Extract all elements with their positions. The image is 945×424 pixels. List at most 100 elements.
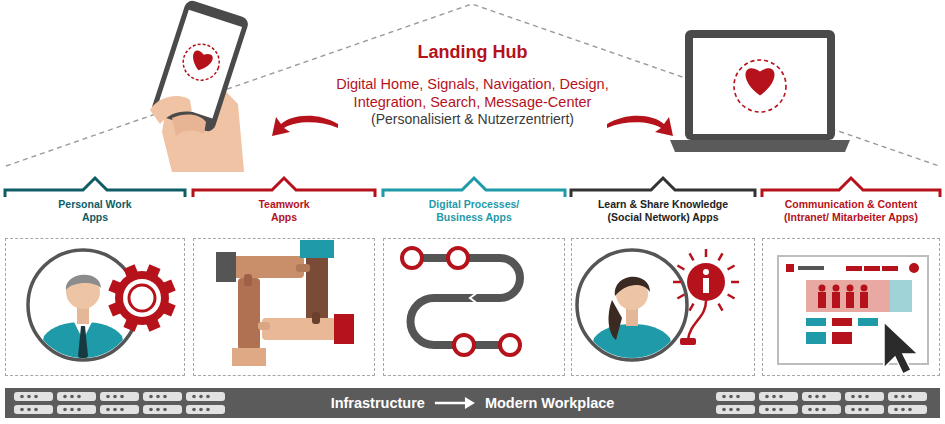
hands-illustration-part [334, 314, 354, 344]
column-bracket-part [5, 178, 185, 197]
screen-illustration [778, 256, 928, 374]
server-led [865, 408, 869, 412]
server-unit [57, 405, 96, 414]
hands-illustration-part [232, 256, 304, 278]
phone-illustration-part [150, 96, 192, 124]
column-bracket [5, 178, 940, 197]
screen-illustration-part-part [832, 292, 840, 308]
server-unit [759, 405, 798, 414]
server-led [722, 408, 726, 412]
screen-illustration-part [806, 332, 826, 344]
server-led [729, 395, 733, 399]
column-bracket-part [762, 178, 940, 197]
process-path-icon-part [410, 258, 520, 345]
screen-illustration-part [864, 266, 880, 271]
server-led [736, 395, 740, 399]
server-led [113, 408, 117, 412]
hub-text-group: Landing HubDigital Home, Signals, Naviga… [290, 42, 655, 129]
gear-tooth [145, 316, 161, 332]
server-unit [14, 405, 53, 414]
hands-illustration [216, 240, 354, 366]
server-unit [716, 405, 755, 414]
screen-illustration-part [806, 280, 890, 312]
curved-arrow-part [607, 116, 673, 136]
process-path-icon-part-part [402, 248, 422, 268]
laptop-illustration-part [670, 140, 850, 152]
person-illustration [577, 250, 687, 362]
hands-illustration-part [300, 240, 334, 258]
info-icon [673, 249, 739, 345]
server-led [865, 395, 869, 399]
info-ray [690, 304, 694, 311]
process-path-icon [402, 248, 520, 355]
server-led [34, 408, 38, 412]
process-path-icon-part-part [500, 335, 520, 355]
info-ray [728, 295, 735, 299]
column-heading: Personal Work Apps [49, 198, 141, 224]
server-led [765, 408, 769, 412]
screen-illustration-part [882, 266, 898, 271]
server-unit [100, 392, 139, 401]
server-led [70, 408, 74, 412]
server-unit [716, 392, 755, 401]
server-led [163, 408, 167, 412]
info-ray [677, 266, 684, 270]
gear-tooth [160, 279, 176, 295]
server-led [729, 408, 733, 412]
gear-tooth [123, 264, 139, 280]
process-path-icon-part-part [454, 335, 474, 355]
phone-illustration [150, 0, 250, 172]
server-led [77, 408, 81, 412]
screen-illustration-part-part [819, 285, 826, 292]
gear-icon [108, 264, 175, 331]
server-unit [186, 392, 225, 401]
server-led [206, 408, 210, 412]
server-unit [888, 392, 927, 401]
person-illustration-part-part [74, 322, 92, 340]
server-unit [802, 392, 841, 401]
app-column-box: Teamwork Apps [193, 238, 375, 376]
hands-illustration-part [244, 274, 252, 286]
server-unit [845, 405, 884, 414]
screen-illustration-part [818, 285, 868, 309]
person-illustration-part [38, 275, 128, 362]
column-header: Teamwork Apps [194, 198, 374, 224]
gear-tooth [160, 301, 176, 317]
server-led [772, 395, 776, 399]
flow-arrow-shaft [435, 402, 467, 405]
hands-illustration-part [312, 312, 320, 324]
hands-illustration-part [262, 318, 336, 340]
server-unit [14, 392, 53, 401]
phone-illustration-part [172, 115, 206, 136]
server-unit [186, 405, 225, 414]
screen-illustration-part [778, 256, 928, 364]
column-bracket-part [193, 178, 375, 197]
column-header: Digital Processes/ Business Apps [384, 198, 564, 224]
server-led [736, 408, 740, 412]
screen-illustration-part-part [861, 285, 868, 292]
info-ray [705, 249, 708, 257]
server-led [779, 408, 783, 412]
app-column-box: Learn & Share Knowledge (Social Network)… [571, 238, 755, 376]
server-led [34, 395, 38, 399]
info-ray [728, 266, 735, 270]
server-led [20, 395, 24, 399]
screen-illustration-part [832, 332, 852, 344]
person-illustration-part-part [66, 275, 100, 309]
screen-illustration-part-part [860, 292, 868, 308]
app-column-box: Communication & Content (Intranet/ Mitar… [762, 238, 940, 376]
person-illustration-part-part [78, 326, 88, 362]
server-led [851, 395, 855, 399]
server-unit [888, 405, 927, 414]
person-illustration-part-part [626, 308, 638, 326]
screen-illustration-part [786, 264, 794, 272]
hands-illustration-part [232, 348, 266, 366]
screen-illustration-part-part [818, 292, 826, 308]
bar-label: Modern Workplace [485, 395, 614, 411]
bar-label: Infrastructure [331, 395, 425, 411]
server-led [822, 408, 826, 412]
person-illustration-part-part [77, 306, 89, 324]
hands-illustration-part [238, 278, 260, 350]
person-illustration-part-part [616, 278, 648, 310]
